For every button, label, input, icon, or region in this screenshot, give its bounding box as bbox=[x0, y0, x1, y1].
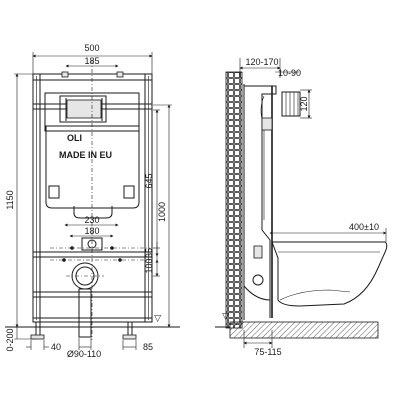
dim-75-115-label: 75-115 bbox=[254, 347, 281, 357]
dim-width-label: 500 bbox=[84, 43, 99, 53]
dimension-40: 40 bbox=[26, 340, 61, 352]
cistern-brand-text: OLI bbox=[67, 133, 82, 143]
dim-1000-label: 1000 bbox=[157, 202, 167, 222]
dim-10-90-label: 10-90 bbox=[278, 68, 301, 78]
dimension-height-1150: 1150 bbox=[5, 73, 36, 328]
side-floor-level-symbol: ◁ bbox=[220, 313, 230, 320]
flush-pipe bbox=[281, 91, 301, 117]
dimension-0-200: 0-200 bbox=[5, 327, 36, 352]
dim-645-label: 645 bbox=[144, 173, 154, 188]
floor-level-symbol: ◁ bbox=[152, 315, 162, 322]
dimension-645: 645 bbox=[144, 109, 160, 257]
dim-400-label: 400±10 bbox=[349, 222, 379, 232]
dim-35-label: 35 bbox=[144, 248, 154, 258]
dim-1150-label: 1150 bbox=[5, 190, 15, 209]
dimension-120: 120 bbox=[299, 89, 312, 119]
front-view: 500 185 1150 bbox=[5, 43, 180, 359]
frame-feet bbox=[30, 321, 137, 340]
dimension-100: 100 bbox=[144, 258, 160, 277]
tiled-wall bbox=[225, 71, 243, 329]
dim-180-label: 180 bbox=[84, 226, 99, 236]
dimension-75-115: 75-115 bbox=[243, 330, 282, 357]
dimension-230: 230 bbox=[64, 215, 119, 227]
toilet-bowl bbox=[271, 241, 388, 307]
cistern: OLI MADE IN EU bbox=[45, 125, 140, 219]
dimension-width-500: 500 bbox=[32, 43, 153, 74]
dim-120-label: 120 bbox=[299, 96, 309, 111]
frame-profile bbox=[243, 84, 277, 320]
dimension-10-90: 10-90 bbox=[275, 68, 301, 78]
dim-pipe-label: Ø90-110 bbox=[67, 349, 101, 359]
drain-outlet bbox=[66, 262, 104, 338]
dim-0-200-label: 0-200 bbox=[5, 328, 15, 351]
dimension-85: 85 bbox=[122, 340, 153, 352]
floor-slab: ◁ bbox=[215, 313, 379, 339]
dimension-180: 180 bbox=[69, 226, 114, 238]
dim-120-170-label: 120-170 bbox=[245, 57, 278, 67]
dim-40-label: 40 bbox=[51, 342, 61, 352]
dimension-120-170: 120-170 bbox=[239, 57, 281, 78]
dim-85-label: 85 bbox=[143, 342, 153, 352]
frame-uprights bbox=[32, 71, 153, 323]
dim-230-label: 230 bbox=[84, 215, 99, 225]
inlet-connector bbox=[50, 237, 150, 262]
dimension-pipe: Ø90-110 bbox=[67, 338, 101, 359]
dimension-1000: 1000 bbox=[153, 104, 172, 328]
dim-100-label: 100 bbox=[144, 258, 154, 273]
side-view: 120-170 10-90 bbox=[215, 57, 388, 357]
cistern-made-in-text: MADE IN EU bbox=[59, 150, 112, 160]
dimension-35: 35 bbox=[144, 242, 160, 262]
dimension-400: 400±10 bbox=[269, 222, 387, 242]
